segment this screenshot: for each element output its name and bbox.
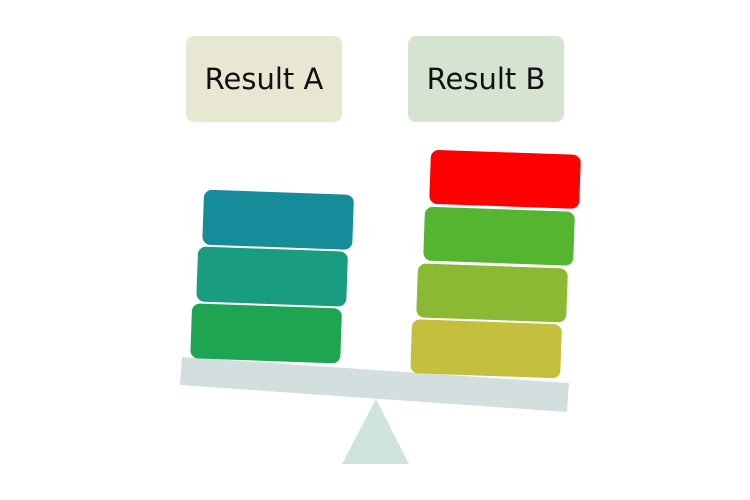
result-a-block-2 (196, 246, 348, 307)
result-b-label: Result B (426, 62, 546, 96)
result-b-stack (410, 150, 581, 379)
result-b-block-1 (429, 150, 581, 209)
result-b-block-3 (416, 263, 568, 323)
result-b-block-4 (410, 319, 562, 379)
result-b-block-2 (423, 206, 575, 266)
result-a-block-3 (190, 303, 342, 364)
result-b-label-box: Result B (408, 36, 564, 122)
scale-fulcrum (342, 399, 409, 464)
result-a-label: Result A (204, 62, 324, 96)
scale-beam (180, 357, 569, 412)
result-a-stack (190, 189, 354, 364)
result-a-label-box: Result A (186, 36, 342, 122)
result-a-block-1 (202, 189, 354, 250)
